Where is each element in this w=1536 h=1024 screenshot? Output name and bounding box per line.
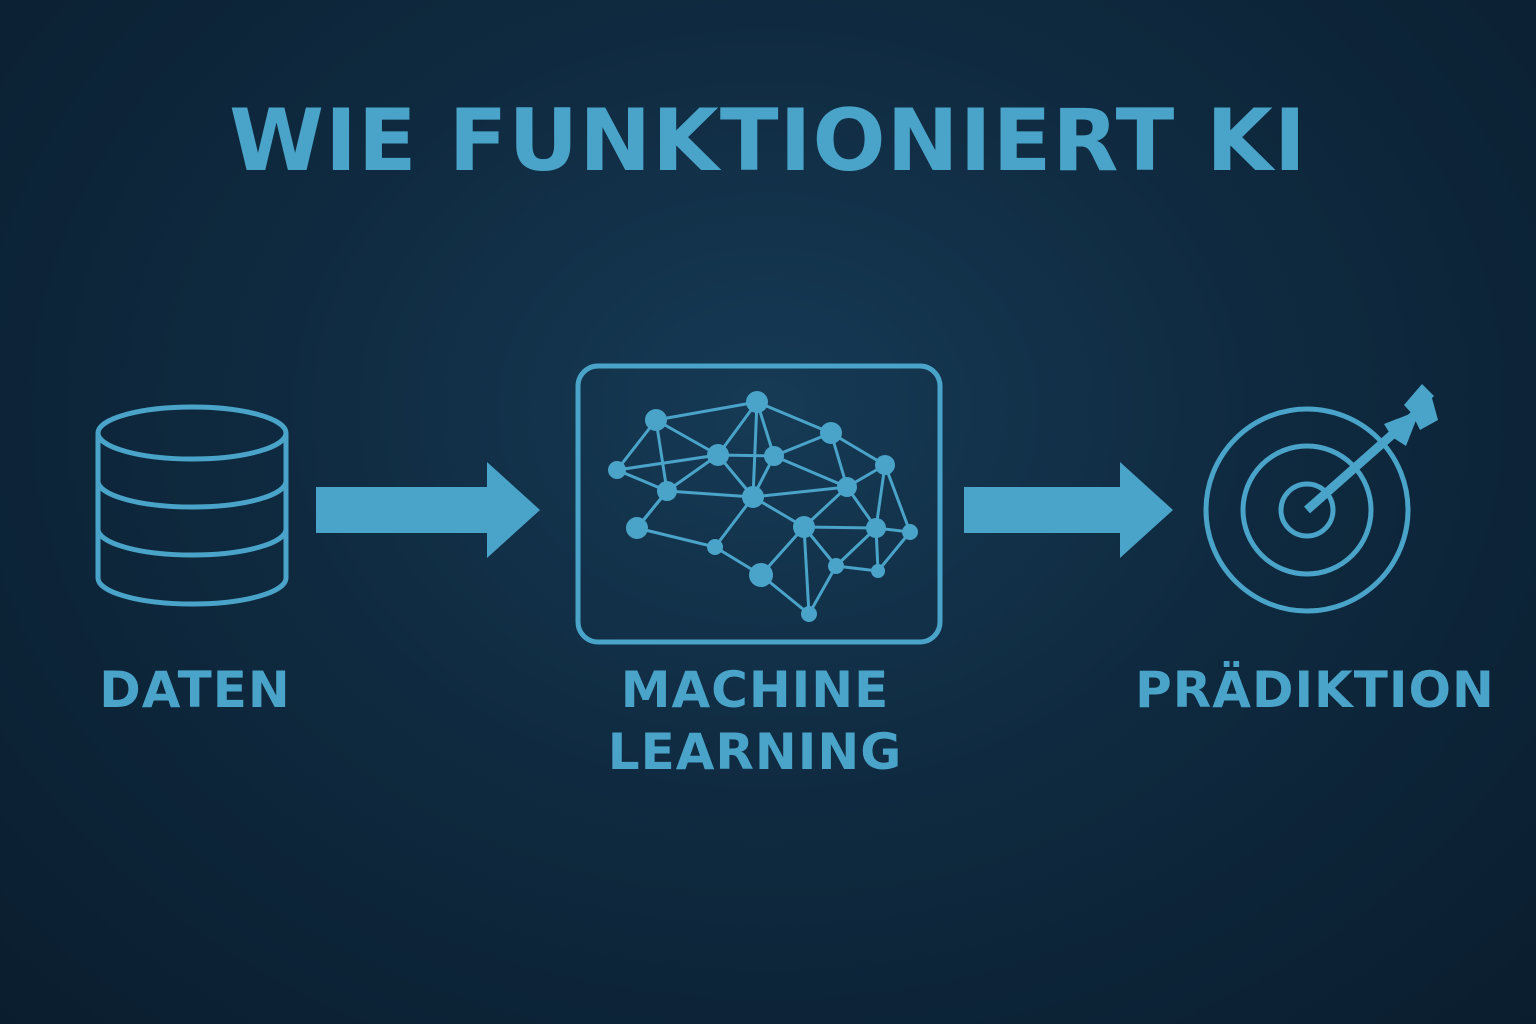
network-edge (802, 526, 811, 615)
network-node (837, 477, 857, 497)
network-node (871, 564, 885, 578)
network-edge (655, 418, 719, 457)
step-label-line: MACHINE (620, 661, 890, 719)
target-arrow-icon (1203, 384, 1438, 614)
step-label-daten: DATEN (99, 661, 291, 719)
network-node (793, 516, 815, 538)
network-edge (752, 485, 848, 499)
network-edge (773, 454, 848, 489)
arrow-right-icon (316, 462, 540, 558)
network-edge (883, 464, 912, 533)
network-edge (807, 565, 838, 615)
step-label-praediktion: PRÄDIKTION (1135, 661, 1495, 719)
network-edge (876, 531, 912, 572)
network-node (866, 518, 886, 538)
network-edge (803, 525, 877, 530)
network-node (608, 461, 626, 479)
network-node (707, 444, 729, 466)
network-node (764, 446, 784, 466)
network-node (657, 481, 677, 501)
network-node (707, 539, 723, 555)
network-edge (654, 419, 669, 492)
database-icon (95, 404, 289, 607)
machine-learning-box (575, 363, 943, 645)
network-node (820, 422, 842, 444)
network-edge (751, 401, 759, 498)
network-node (626, 517, 648, 539)
network-edge (756, 400, 832, 435)
network-node (902, 524, 918, 540)
network-edge (666, 489, 754, 499)
network-node (746, 391, 768, 413)
step-label-machine-learning: MACHINE LEARNING (560, 659, 950, 783)
page-title: WIE FUNKTIONIERT KI (229, 91, 1307, 191)
network-edge (616, 453, 719, 472)
neural-network-brain-icon (608, 391, 918, 622)
network-node (801, 606, 817, 622)
network-edge (655, 400, 758, 422)
network-node (875, 455, 895, 475)
network-node (645, 409, 667, 431)
network-edge (874, 464, 887, 529)
network-node (828, 558, 844, 574)
network-edge (636, 526, 716, 549)
step-label-line: LEARNING (607, 723, 903, 781)
arrow-right-icon (964, 462, 1173, 558)
network-node (749, 563, 773, 587)
network-node (742, 486, 764, 508)
